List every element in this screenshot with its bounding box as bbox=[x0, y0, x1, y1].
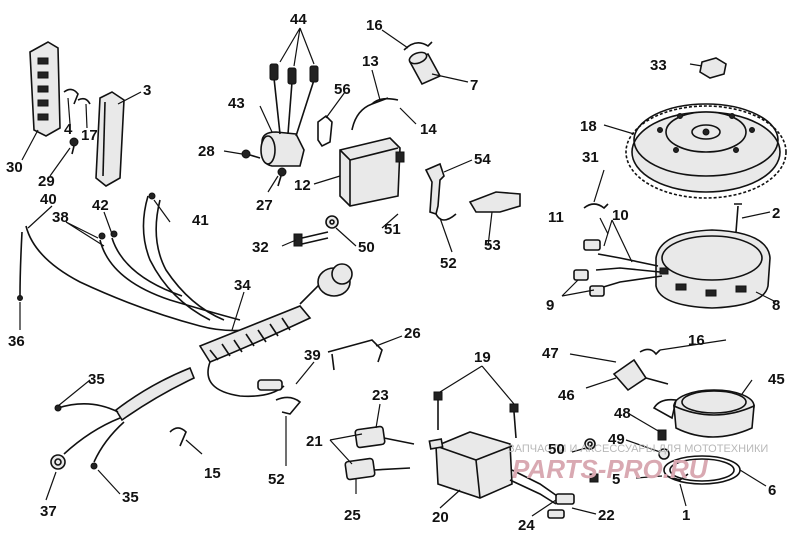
bolt-part bbox=[293, 215, 339, 247]
callout-4: 4 bbox=[64, 121, 73, 138]
clamp-part bbox=[317, 114, 333, 148]
callout-36: 36 bbox=[8, 333, 25, 350]
callout-1: 1 bbox=[682, 507, 690, 524]
ignition-coil-part bbox=[339, 97, 405, 207]
callout-51: 51 bbox=[384, 221, 401, 238]
callout-53: 53 bbox=[484, 237, 501, 254]
callout-42: 42 bbox=[92, 197, 109, 214]
callout-41: 41 bbox=[192, 212, 209, 229]
terminal-part bbox=[573, 269, 589, 281]
callout-labels: 1 2 3 4 5 6 7 8 9 10 11 12 13 14 15 16 1… bbox=[6, 11, 785, 534]
ground-lead-part bbox=[50, 366, 196, 470]
callout-16-right: 16 bbox=[688, 332, 705, 349]
callout-28: 28 bbox=[198, 143, 215, 160]
retaining-ring-part bbox=[584, 429, 741, 485]
callout-43: 43 bbox=[228, 95, 245, 112]
callout-21: 21 bbox=[306, 433, 323, 450]
high-tension-lead-part bbox=[424, 162, 521, 221]
callout-50-right: 50 bbox=[548, 441, 565, 458]
callout-8: 8 bbox=[772, 297, 780, 314]
callout-11: 11 bbox=[548, 209, 564, 226]
clip-part bbox=[583, 203, 609, 210]
callout-12: 12 bbox=[294, 177, 311, 194]
terminal-part bbox=[583, 239, 601, 251]
callout-26: 26 bbox=[404, 325, 421, 342]
callout-39: 39 bbox=[304, 347, 321, 364]
callout-34: 34 bbox=[234, 277, 251, 294]
spark-plug-boot-part bbox=[408, 51, 442, 86]
callout-25: 25 bbox=[344, 507, 361, 524]
stator-part bbox=[595, 229, 771, 309]
callout-3: 3 bbox=[143, 82, 151, 99]
callout-44: 44 bbox=[290, 11, 307, 28]
callout-31: 31 bbox=[582, 149, 599, 166]
callout-16-top: 16 bbox=[366, 17, 383, 34]
callout-49: 49 bbox=[608, 431, 625, 448]
callout-15: 15 bbox=[204, 465, 221, 482]
callout-19: 19 bbox=[474, 349, 491, 366]
callout-6: 6 bbox=[768, 482, 776, 499]
flywheel-part bbox=[625, 103, 787, 199]
spring-clip-part bbox=[403, 41, 433, 51]
timer-base-part bbox=[612, 348, 755, 438]
callout-7: 7 bbox=[470, 77, 478, 94]
callout-37: 37 bbox=[40, 503, 57, 520]
callout-32: 32 bbox=[252, 239, 269, 256]
callout-35-upper: 35 bbox=[88, 371, 105, 388]
wire-clip-part bbox=[169, 427, 187, 447]
bracket-clip-part bbox=[327, 339, 383, 371]
callout-54: 54 bbox=[474, 151, 491, 168]
callout-9: 9 bbox=[546, 297, 554, 314]
screw-part bbox=[241, 149, 287, 187]
mounting-bolt-part bbox=[433, 391, 519, 439]
wiring-harness-part bbox=[17, 192, 353, 398]
callout-29: 29 bbox=[38, 173, 55, 190]
callout-18: 18 bbox=[580, 118, 597, 135]
terminal-block-part bbox=[29, 41, 61, 137]
retainer-clip-part bbox=[275, 396, 302, 415]
screw-part bbox=[69, 137, 79, 155]
callout-27: 27 bbox=[256, 197, 273, 214]
flywheel-nut-part bbox=[699, 57, 727, 79]
callout-46: 46 bbox=[558, 387, 575, 404]
callout-30: 30 bbox=[6, 159, 23, 176]
callout-35-lower: 35 bbox=[122, 489, 139, 506]
callout-14: 14 bbox=[420, 121, 437, 138]
callout-17: 17 bbox=[81, 127, 98, 144]
callout-45: 45 bbox=[768, 371, 785, 388]
leader-lines bbox=[19, 27, 777, 517]
callout-33: 33 bbox=[650, 57, 667, 74]
callout-23: 23 bbox=[372, 387, 389, 404]
callout-50-left: 50 bbox=[358, 239, 375, 256]
callout-10: 10 bbox=[612, 207, 629, 224]
rectifier-part bbox=[260, 63, 319, 167]
cover-plate-part bbox=[95, 91, 125, 187]
watermark-logo: PARTS-PRO.RU bbox=[512, 454, 709, 484]
callout-40: 40 bbox=[40, 191, 57, 208]
callout-22: 22 bbox=[598, 507, 615, 524]
stator-screw-part bbox=[734, 203, 742, 233]
callout-5: 5 bbox=[612, 471, 620, 488]
callout-48: 48 bbox=[614, 405, 631, 422]
callout-2: 2 bbox=[772, 205, 780, 222]
callout-52-lower: 52 bbox=[268, 471, 285, 488]
watermark-text: ЗАПЧАСТИ И АКСЕССУАРЫ ДЛЯ МОТОТЕХНИКИ bbox=[508, 443, 768, 455]
callout-52-mid: 52 bbox=[440, 255, 457, 272]
callout-24: 24 bbox=[518, 517, 535, 534]
callout-20: 20 bbox=[432, 509, 449, 526]
callout-13: 13 bbox=[362, 53, 379, 70]
callout-56: 56 bbox=[334, 81, 351, 98]
callout-38: 38 bbox=[52, 209, 69, 226]
terminal-part bbox=[589, 285, 605, 297]
callout-47: 47 bbox=[542, 345, 559, 362]
terminal-clip-part bbox=[63, 88, 91, 105]
power-pack-part bbox=[344, 425, 575, 519]
